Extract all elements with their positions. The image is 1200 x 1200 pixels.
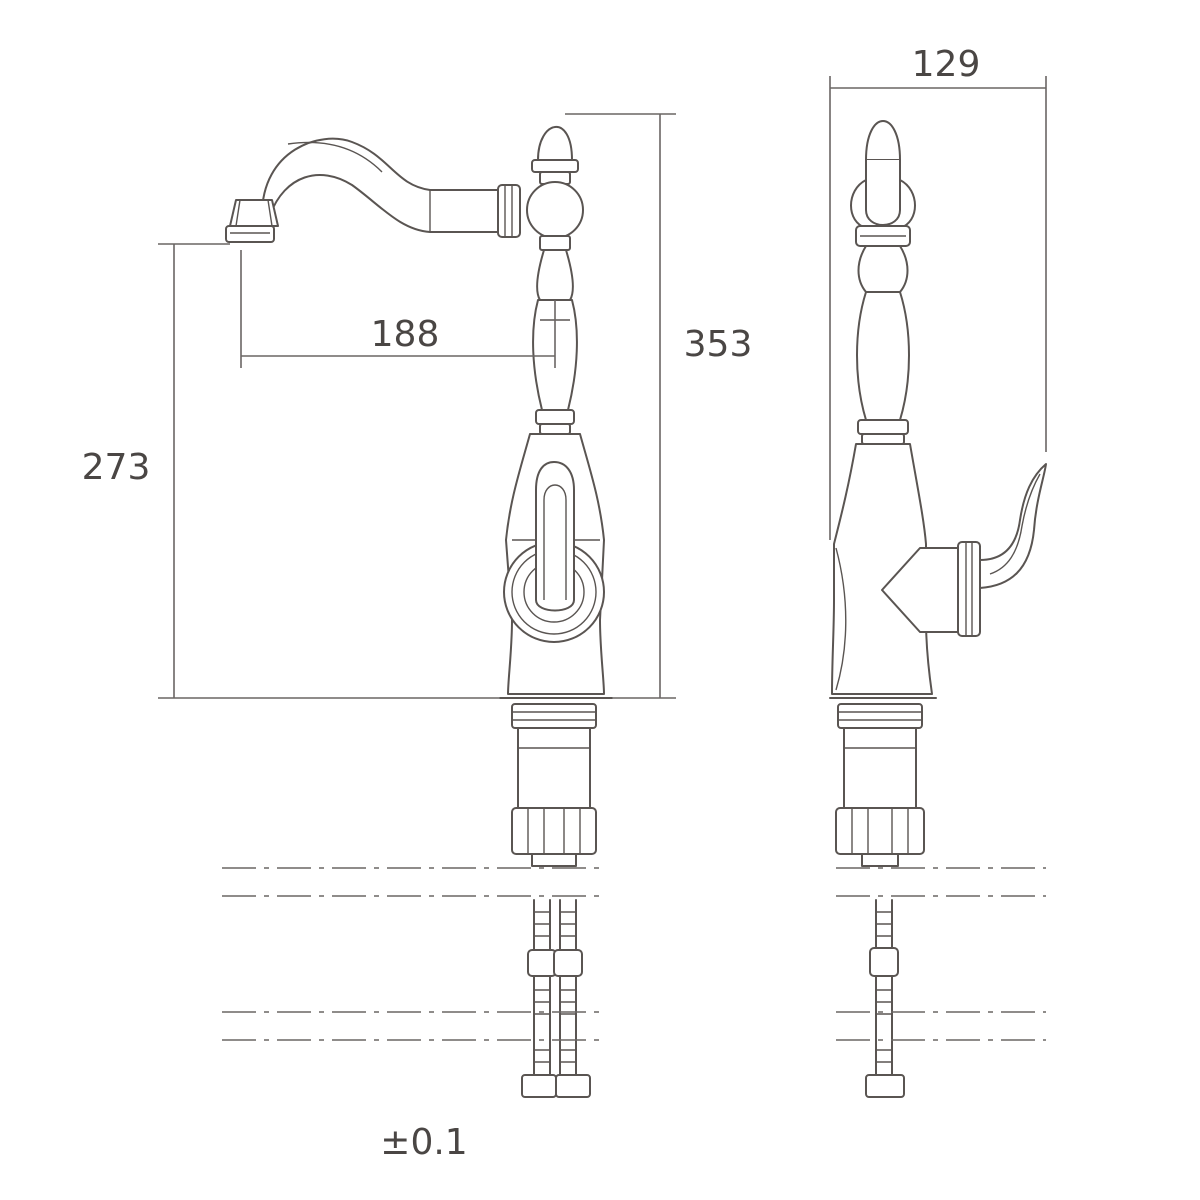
dimension-label-129: 129 xyxy=(912,44,981,85)
front-view: 188 273 353 xyxy=(82,113,753,1098)
dimension-label-273: 273 xyxy=(82,447,151,488)
side-body xyxy=(829,120,1047,867)
dimension-129: 129 xyxy=(829,44,1047,540)
tolerance-note: ±0.1 xyxy=(380,1122,467,1163)
mounting-centerlines xyxy=(222,867,1046,1041)
dimension-353: 353 xyxy=(565,113,753,699)
front-spout xyxy=(225,137,521,243)
front-hoses xyxy=(521,899,591,1098)
dimension-188: 188 xyxy=(240,250,556,368)
side-hose xyxy=(865,899,905,1098)
side-view: 129 xyxy=(829,44,1047,1098)
dimension-273: 273 xyxy=(82,243,500,699)
dimension-label-353: 353 xyxy=(684,324,753,365)
dimension-label-188: 188 xyxy=(371,314,440,355)
front-body xyxy=(499,126,613,867)
